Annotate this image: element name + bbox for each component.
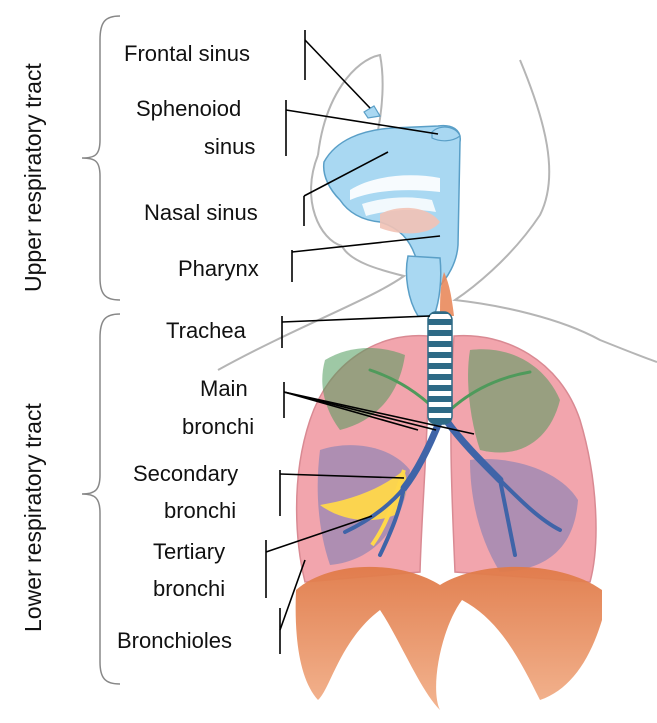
main-bronchi-label-line2: bronchi (182, 413, 254, 441)
sphenoid-sinus-label-line1: Sphenoiod (136, 95, 241, 123)
nasal-sinus-label: Nasal sinus (144, 199, 258, 227)
main-bronchi-label-line1: Main (200, 375, 248, 403)
pharynx-label: Pharynx (178, 255, 259, 283)
trachea-label: Trachea (166, 317, 246, 345)
lower-respiratory-tract-label: Lower respiratory tract (20, 403, 47, 632)
bracket-lower (82, 314, 120, 684)
secondary-bronchi-label-line2: bronchi (164, 497, 236, 525)
diaphragm (296, 567, 602, 710)
sphenoid-sinus-label-line2: sinus (204, 133, 255, 161)
bracket-upper (82, 16, 120, 300)
bronchioles-label: Bronchioles (117, 627, 232, 655)
tertiary-bronchi-label-line2: bronchi (153, 575, 225, 603)
secondary-bronchi-label-line1: Secondary (133, 460, 238, 488)
upper-respiratory-tract-label: Upper respiratory tract (20, 63, 47, 292)
trachea-illustration (428, 312, 452, 424)
frontal-sinus-label: Frontal sinus (124, 40, 250, 68)
tertiary-bronchi-label-line1: Tertiary (153, 538, 225, 566)
